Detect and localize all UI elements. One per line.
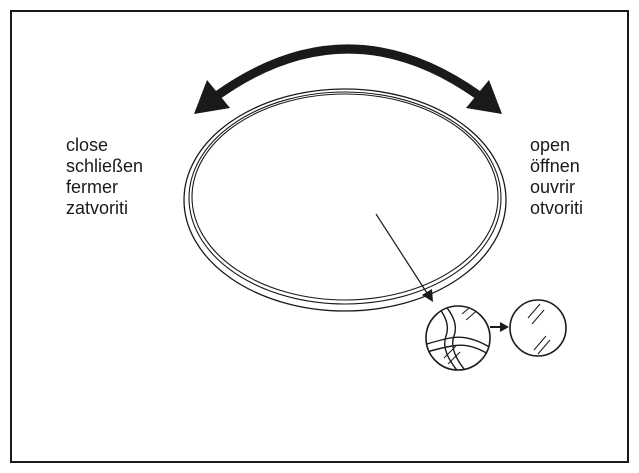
arrow-right-icon <box>490 322 509 332</box>
arrowhead-right-icon <box>466 80 502 114</box>
close-label-group: close schließen fermer zatvoriti <box>66 135 143 219</box>
lamp-dome <box>183 88 507 312</box>
open-label-hr: otvoriti <box>530 198 584 218</box>
open-label-group: open öffnen ouvrir otvoriti <box>530 135 583 219</box>
close-label-fr: fermer <box>66 177 119 197</box>
open-label-de: öffnen <box>530 156 580 176</box>
open-label-en: open <box>530 135 571 155</box>
clip-detail-icon <box>425 305 491 371</box>
rotation-arrow <box>194 44 502 114</box>
diagram-frame <box>10 10 629 463</box>
close-label-en: close <box>66 135 109 155</box>
open-label-fr: ouvrir <box>530 177 576 197</box>
arrowhead-left-icon <box>194 80 230 114</box>
pointer-line <box>375 213 433 302</box>
close-label-de: schließen <box>66 156 144 176</box>
close-label-hr: zatvoriti <box>66 198 129 218</box>
glass-cover-icon <box>509 299 567 357</box>
